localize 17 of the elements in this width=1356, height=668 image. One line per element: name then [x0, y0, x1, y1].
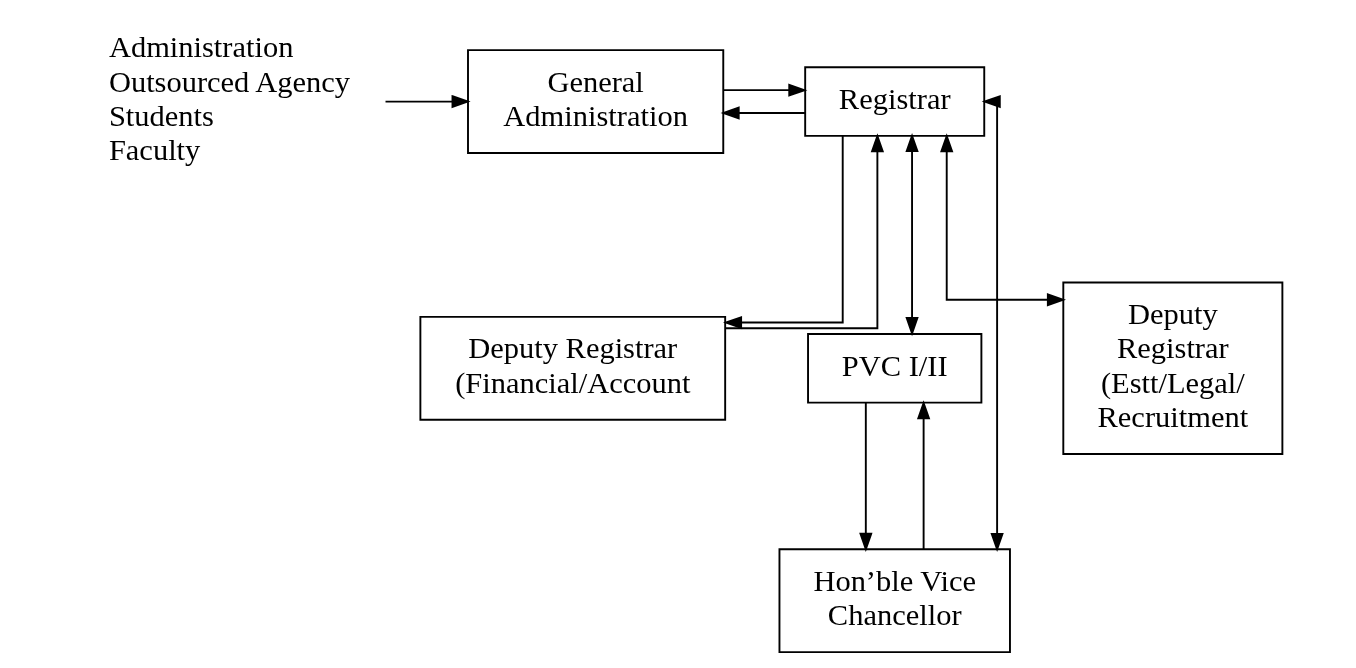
arrow	[384, 94, 471, 109]
arrow	[858, 401, 872, 552]
node-box: PVC I/II	[806, 333, 982, 404]
arrow	[981, 94, 1004, 553]
arrow	[722, 135, 844, 330]
arrow	[939, 133, 1066, 307]
node-box: Hon’ble Vice Chancellor	[778, 548, 1011, 654]
arrow	[720, 106, 806, 120]
node-box: Deputy Registrar (Financial/Account	[418, 315, 726, 421]
node-box: Deputy Registrar (Estt/Legal/ Recruitment	[1061, 281, 1283, 455]
arrow	[724, 133, 884, 330]
arrow	[721, 83, 807, 97]
node-box: General Administration	[466, 49, 724, 154]
node-text: Administration Outsourced Agency Students Faculty	[108, 30, 350, 168]
arrow	[916, 400, 930, 551]
arrow	[904, 133, 919, 337]
node-box: Registrar	[803, 66, 985, 137]
